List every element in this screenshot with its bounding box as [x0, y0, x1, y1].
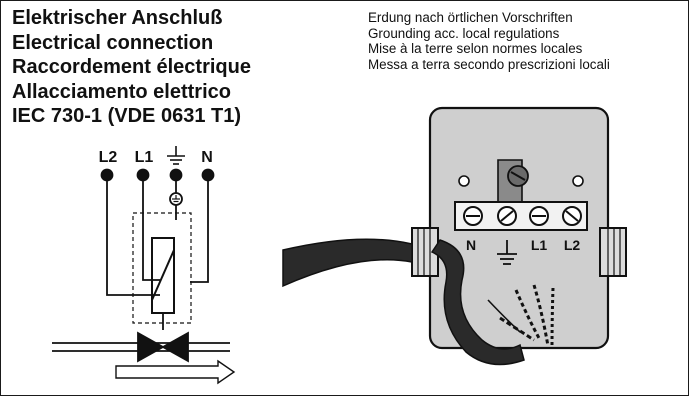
note-french: Mise à la terre selon normes locales	[368, 41, 583, 56]
valve-right-triangle	[161, 331, 189, 363]
title-italian: Allacciamento elettrico	[12, 80, 231, 103]
wire-conductor-3	[514, 289, 542, 341]
gland-left-ridges	[417, 228, 431, 276]
pe-ground-glyph	[172, 195, 180, 203]
ground-screw-slot	[510, 171, 526, 181]
terminal-screws	[463, 206, 582, 226]
title-french: Raccordement électrique	[12, 56, 251, 78]
gland-right-ridges	[607, 228, 621, 276]
box-label-n: N	[466, 237, 476, 253]
schematic-label-l1: L1	[135, 149, 154, 166]
cable-gland-right	[599, 227, 627, 277]
note-italian: Messa a terra secondo prescrizioni local…	[368, 56, 610, 72]
wire-conductor-5	[550, 287, 555, 349]
terminal-screw-pe-slot	[500, 210, 514, 222]
valve-left-triangle	[137, 331, 165, 363]
note-english: Grounding acc. local regulations	[368, 25, 560, 41]
title-german: Elektrischer Anschluß	[12, 7, 223, 29]
schematic-label-l2: L2	[99, 149, 118, 166]
wire-l2	[106, 180, 160, 296]
title-standard: IEC 730-1 (VDE 0631 T1)	[12, 105, 241, 127]
wire-conductor-4	[532, 284, 550, 347]
box-ground-symbol	[497, 240, 517, 265]
title-block: Elektrischer Anschluß Electrical connect…	[12, 6, 251, 129]
loose-wires	[487, 284, 555, 349]
supply-cable	[282, 238, 413, 288]
mounting-hole-left	[458, 175, 470, 187]
inner-cable-jacket	[430, 239, 525, 366]
coil-diagonal	[151, 249, 175, 301]
schematic-label-n: N	[201, 149, 213, 166]
mounting-hole-right	[572, 175, 584, 187]
schematic-ground-symbol	[167, 146, 185, 165]
actuator-housing-dashed	[132, 212, 192, 324]
grounding-notes: Erdung nach örtlichen Vorschriften Groun…	[368, 10, 610, 72]
flow-direction-arrow	[115, 359, 236, 385]
wire-n	[190, 180, 209, 283]
box-label-l1: L1	[531, 237, 548, 253]
note-german: Erdung nach örtlichen Vorschriften	[368, 10, 573, 25]
wire-conductor-2	[499, 316, 535, 342]
title-english: Electrical connection	[12, 31, 214, 54]
box-label-l2: L2	[564, 237, 581, 253]
terminal-screw-l2-slot	[565, 210, 579, 222]
